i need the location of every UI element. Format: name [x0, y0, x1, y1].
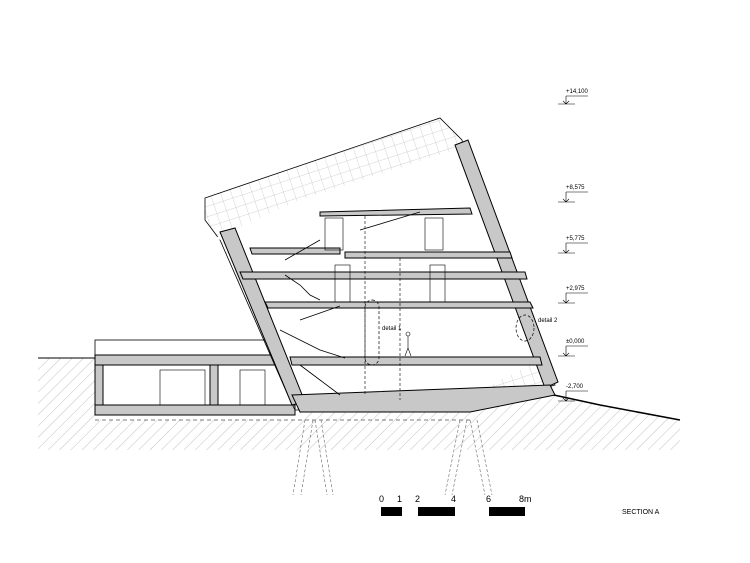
scale-tick: 4 — [451, 494, 456, 504]
detail-2-marker — [515, 314, 535, 342]
scale-tick: 6 — [486, 494, 491, 504]
scale-tick: 2 — [415, 494, 420, 504]
foundation-piles — [292, 419, 493, 496]
level-label: +14,100 — [566, 89, 589, 95]
scale-bar: 0 1 2 4 6 8m — [379, 494, 532, 516]
level-label: +2,975 — [566, 286, 585, 292]
annex-building — [94, 339, 296, 416]
level-label: ±0,000 — [566, 339, 585, 345]
scale-tick: 0 — [379, 494, 384, 504]
detail-1-marker — [364, 299, 380, 366]
level-label: -2,700 — [566, 384, 584, 390]
section-title: SECTION A — [622, 509, 660, 516]
level-label: +8,575 — [566, 185, 585, 191]
detail-2-label: detail 2 — [538, 318, 558, 324]
level-markers — [558, 95, 588, 402]
main-building — [204, 117, 559, 413]
level-label: +5,775 — [566, 236, 585, 242]
ground — [38, 357, 681, 450]
scale-tick: 8m — [519, 494, 532, 504]
scale-tick: 1 — [397, 494, 402, 504]
detail-1-label: detail 1 — [382, 326, 402, 332]
